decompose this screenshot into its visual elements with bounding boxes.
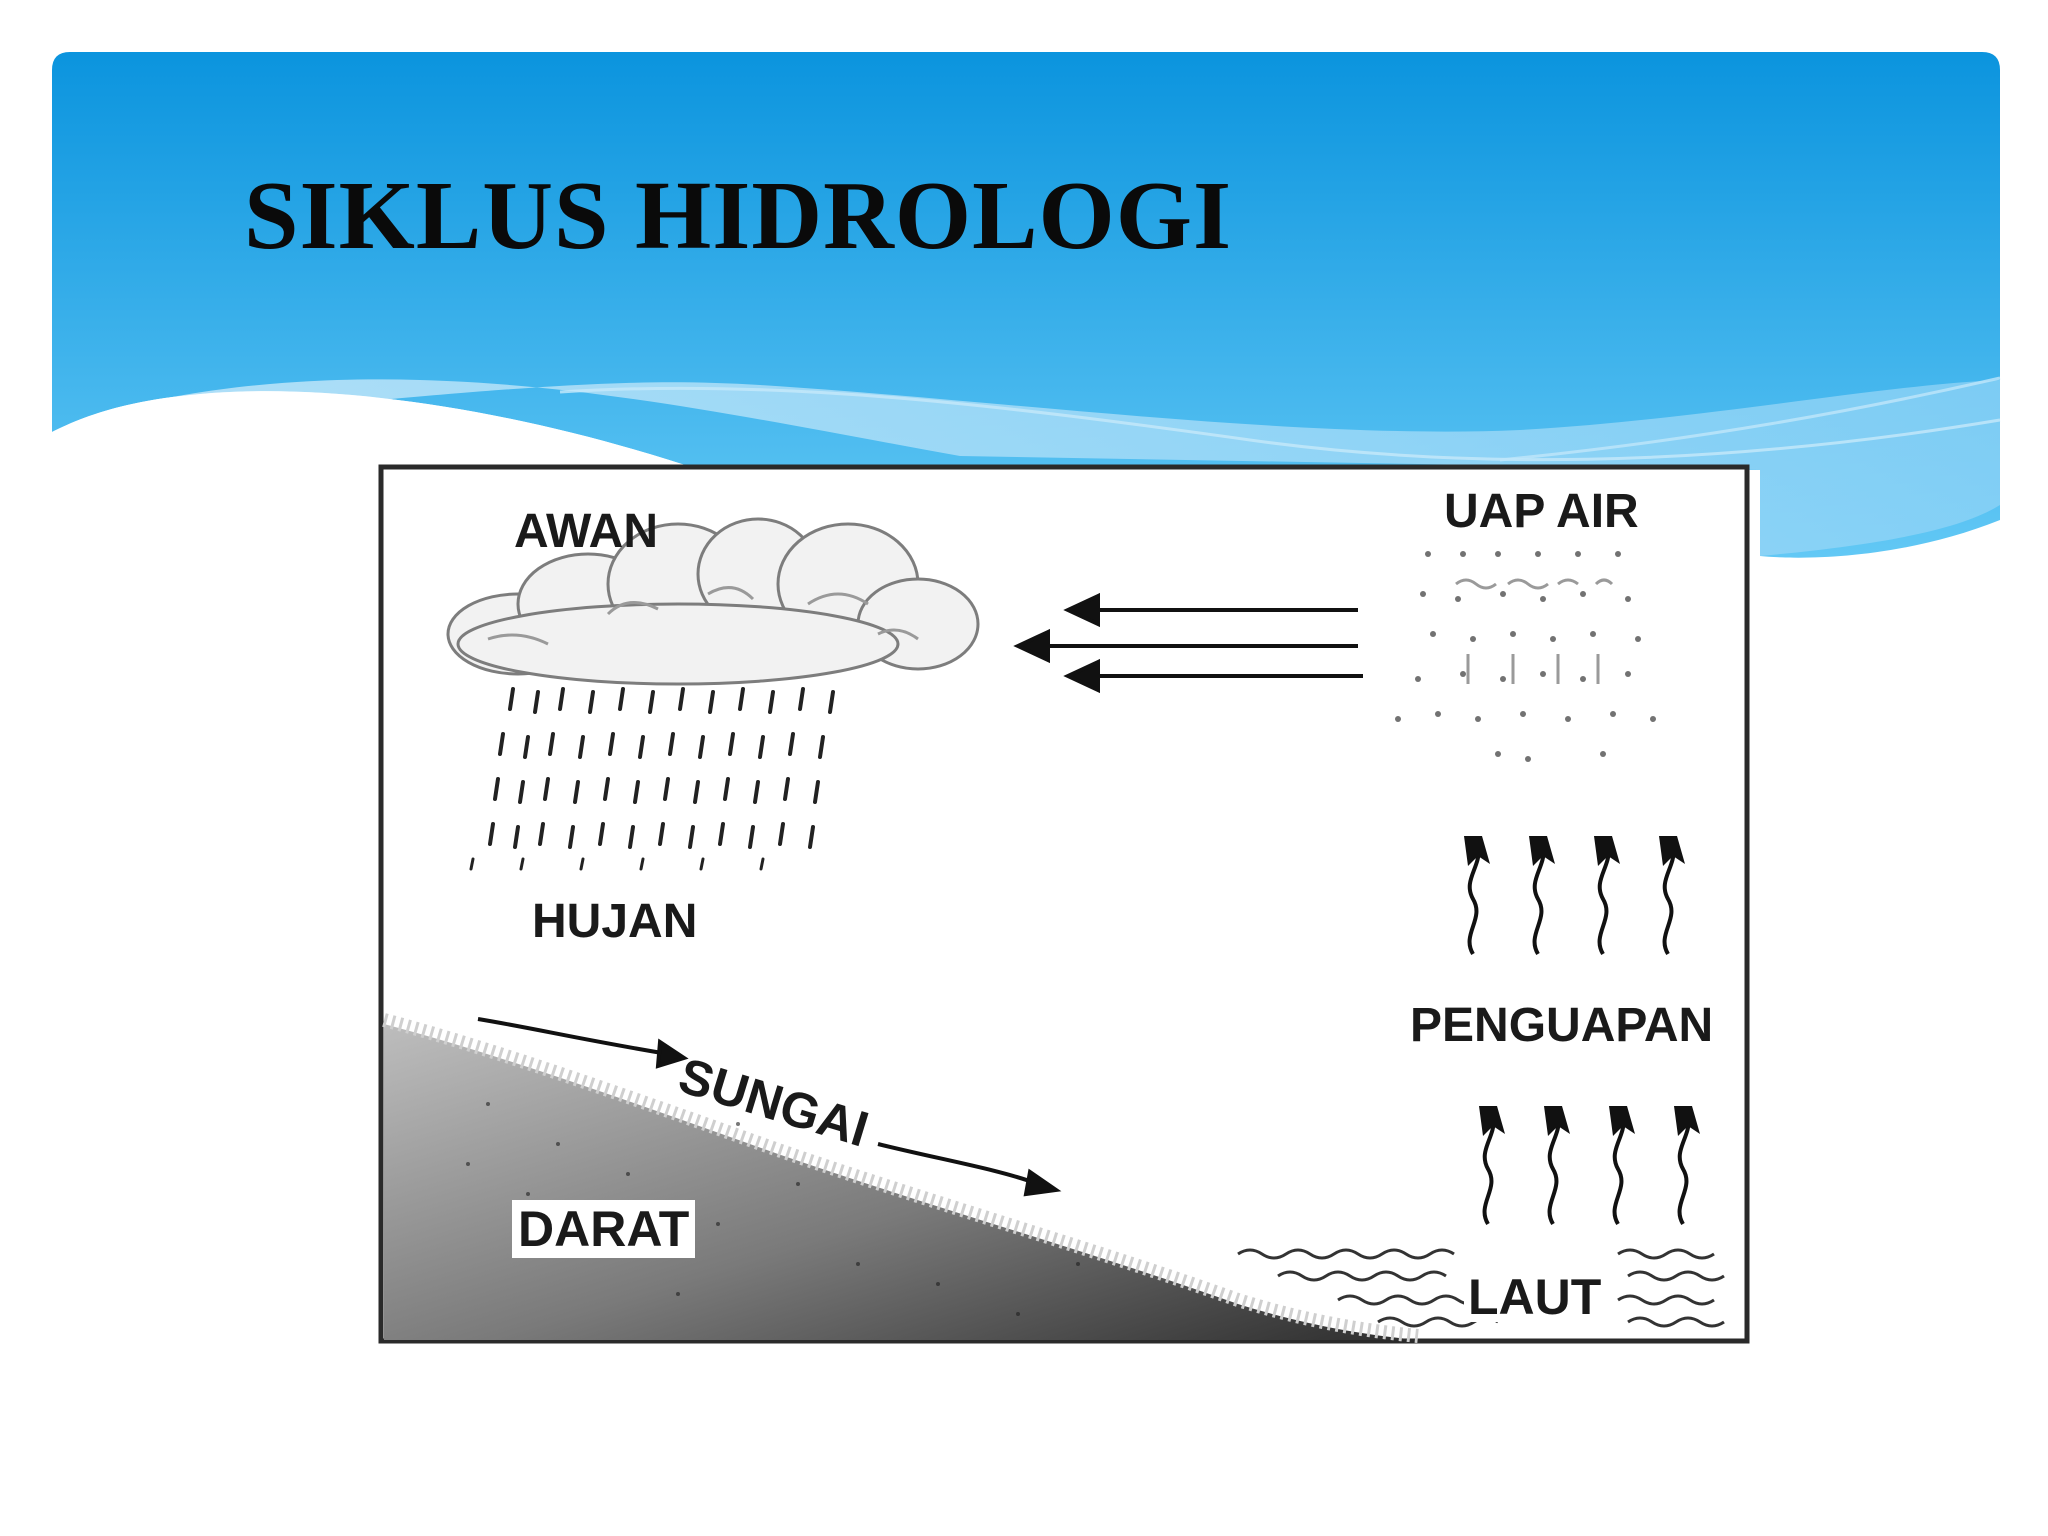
label-cloud: AWAN bbox=[514, 505, 658, 558]
diagram-graphics bbox=[378, 464, 1750, 1344]
label-land: DARAT bbox=[512, 1200, 696, 1258]
evaporation-arrows-lower-icon bbox=[1479, 1106, 1700, 1226]
river-arrow-icon bbox=[477, 1017, 1062, 1197]
hydrologic-cycle-diagram: AWAN UAP AIR HUJAN PENGUAPAN SUNGAI DARA… bbox=[378, 464, 1750, 1344]
land-icon bbox=[384, 1024, 1418, 1340]
wind-arrows-icon bbox=[1013, 592, 1363, 694]
label-water-vapor: UAP AIR bbox=[1444, 485, 1639, 538]
label-rain: HUJAN bbox=[532, 895, 698, 948]
slide-title: SIKLUS HIDROLOGI bbox=[244, 162, 1233, 270]
rain-icon bbox=[469, 687, 835, 871]
label-evaporation: PENGUAPAN bbox=[1410, 999, 1714, 1052]
evaporation-arrows-upper-icon bbox=[1464, 836, 1685, 956]
label-sea: LAUT bbox=[1464, 1272, 1606, 1322]
water-vapor-icon bbox=[1395, 551, 1656, 762]
cloud-icon bbox=[446, 517, 980, 686]
